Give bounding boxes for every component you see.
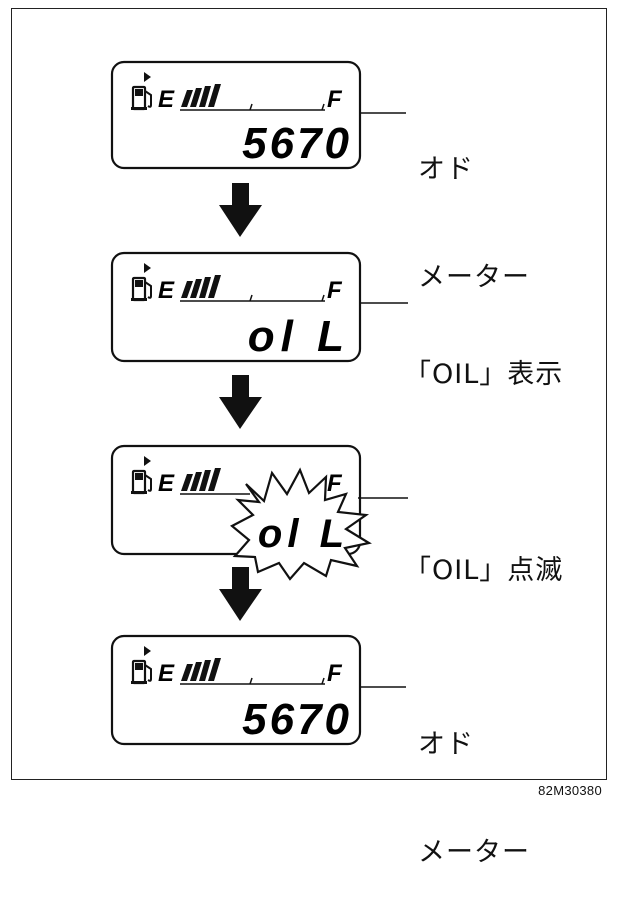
figure-code: 82M30380	[538, 783, 602, 798]
down-arrow-icon	[219, 567, 262, 621]
fuel-gauge-bars	[181, 468, 221, 491]
callout-line: メーター	[418, 837, 530, 868]
gauge-empty-letter: E	[158, 86, 175, 113]
gauge-full-letter: F	[327, 470, 343, 497]
fuel-gauge-bars	[181, 275, 221, 298]
callout-line: オド	[418, 729, 474, 760]
gauge-empty-letter: E	[158, 277, 175, 304]
flash-burst-icon	[230, 467, 372, 581]
callout-oil-flashing-label: 「OIL」点滅	[404, 481, 563, 625]
lcd-reading: ol L	[258, 512, 349, 556]
gauge-empty-letter: E	[158, 470, 175, 497]
callout-odometer-label: オド メーター	[418, 655, 530, 907]
lcd-reading: 5670	[242, 695, 352, 744]
gauge-empty-letter: E	[158, 660, 175, 687]
gauge-full-letter: F	[327, 660, 343, 687]
lcd-panel-1: E F 5670	[110, 60, 362, 170]
figure-frame	[11, 8, 607, 780]
lcd-panel-4: E F 5670	[110, 634, 362, 746]
gauge-full-letter: F	[327, 86, 343, 113]
fuel-gauge-bars	[181, 658, 221, 681]
lcd-reading: 5670	[242, 119, 352, 168]
fuel-gauge-bars	[181, 84, 221, 107]
down-arrow-icon	[219, 375, 262, 429]
gauge-full-letter: F	[327, 277, 343, 304]
callout-line: オド	[418, 154, 474, 185]
lcd-reading: ol L	[248, 312, 350, 361]
callout-line: 「OIL」表示	[404, 359, 564, 390]
callout-oil-display-label: 「OIL」表示	[404, 285, 563, 429]
diagram-canvas: E F 5670 E F ol L	[110, 60, 408, 746]
lcd-panel-2: E F ol L	[110, 251, 362, 363]
callout-line: メーター	[418, 262, 530, 293]
down-arrow-icon	[219, 183, 262, 237]
callout-line: 「OIL」点滅	[404, 555, 564, 586]
callout-odometer-label: オド メーター	[418, 80, 530, 332]
lcd-panel-3: E F ol L	[110, 444, 372, 581]
